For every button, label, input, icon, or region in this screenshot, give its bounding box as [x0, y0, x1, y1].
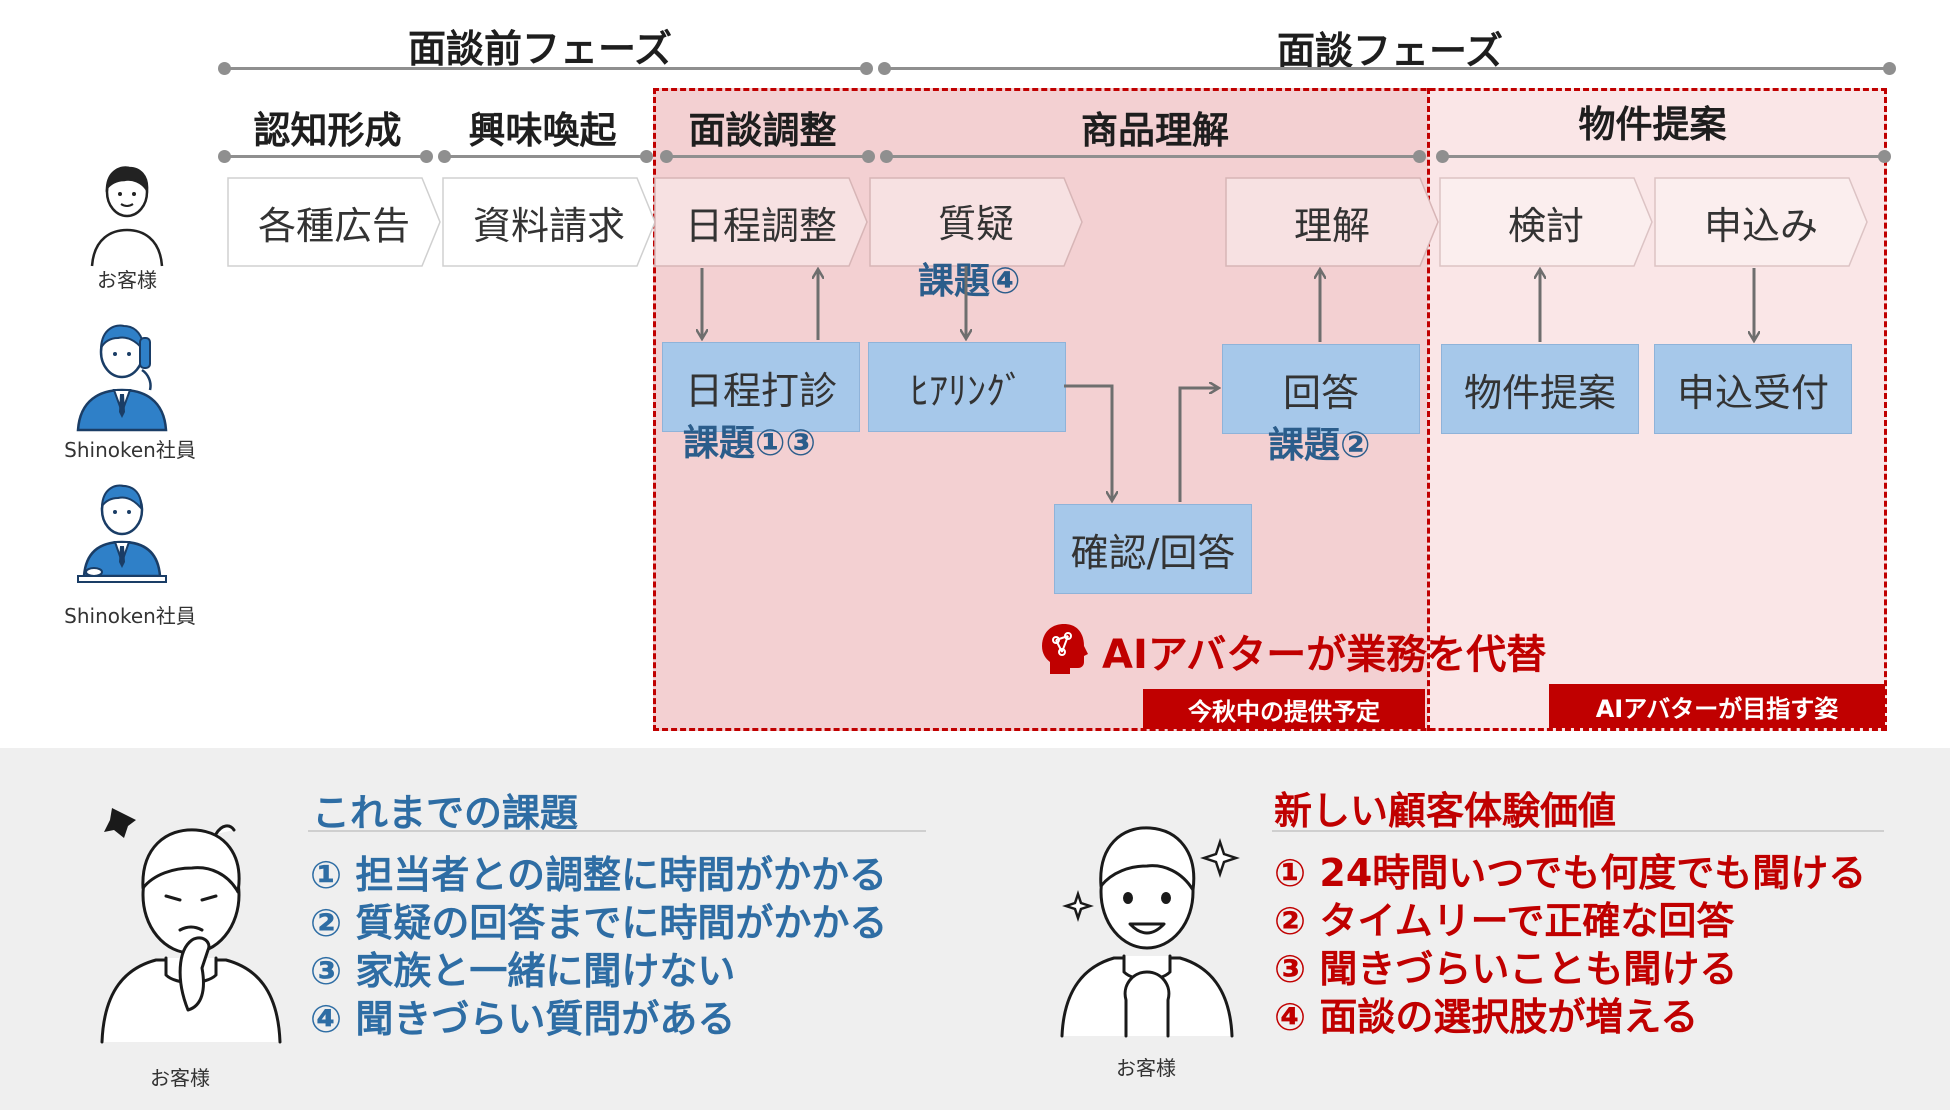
stage-line-4: [888, 155, 1418, 158]
stage-line-dot: [1878, 150, 1891, 163]
stage-line-dot: [420, 150, 433, 163]
happy-customer-illustration: [1052, 800, 1242, 1040]
stage-line-dot: [880, 150, 893, 163]
customer-avatar: [82, 158, 172, 268]
staff-desk-avatar: [72, 476, 172, 594]
customer-step-ads: 各種広告: [227, 177, 441, 267]
stage-line-dot: [660, 150, 673, 163]
issue-label-2: 課題②: [1268, 425, 1371, 466]
phase-line-dot: [1883, 62, 1896, 75]
stage-line-dot: [1436, 150, 1449, 163]
customer-step-consideration-label: 検討: [1507, 203, 1584, 248]
customer-step-scheduling: 日程調整: [654, 177, 868, 267]
stage-line-dot: [218, 150, 231, 163]
stage-line-dot: [1413, 150, 1426, 163]
stage-awareness: 認知形成: [253, 109, 402, 152]
phase-pre-meeting-title: 面談前フェーズ: [407, 27, 673, 71]
stage-line-5: [1443, 155, 1883, 158]
staff-step-property-proposal: 物件提案: [1441, 344, 1639, 434]
challenges-title: これまでの課題: [312, 791, 579, 835]
value-item-4: ④ 面談の選択肢が増える: [1274, 995, 1699, 1039]
stage-line-dot: [862, 150, 875, 163]
phase-meeting-title: 面談フェーズ: [1276, 29, 1504, 73]
phase-line-meeting: [885, 67, 1890, 70]
customer-step-understanding: 理解: [1225, 177, 1439, 267]
customer-step-consideration: 検討: [1439, 177, 1653, 267]
customer-step-application: 申込み: [1654, 177, 1868, 267]
customer-step-document-request: 資料請求: [442, 177, 656, 267]
phase-line-dot: [860, 62, 873, 75]
badge-ai-goal: AIアバターが目指す姿: [1549, 684, 1885, 728]
bottom-panel: [0, 748, 1950, 1110]
phase-line-pre: [225, 67, 865, 70]
stage-scheduling: 面談調整: [688, 109, 837, 152]
challenge-item-1: ① 担当者との調整に時間がかかる: [310, 853, 888, 897]
value-item-1: ① 24時間いつでも何度でも聞ける: [1274, 851, 1867, 895]
issue-label-4: 課題④: [918, 261, 1021, 302]
stage-line-dot: [438, 150, 451, 163]
value-item-3: ③ 聞きづらいことも聞ける: [1274, 947, 1738, 991]
issue-label-1-3: 課題①③: [683, 423, 816, 464]
stage-property-proposal: 物件提案: [1578, 103, 1727, 146]
value-title: 新しい顧客体験価値: [1274, 789, 1617, 833]
role-customer: お客様: [97, 268, 157, 292]
customer-step-qa: 質疑: [869, 177, 1083, 267]
customer-step-understanding-label: 理解: [1293, 203, 1370, 248]
backoffice-step-confirm-answer: 確認/回答: [1054, 504, 1252, 594]
value-divider: [1272, 830, 1884, 832]
challenge-item-2: ② 質疑の回答までに時間がかかる: [310, 901, 888, 945]
happy-customer-label: お客様: [1116, 1056, 1176, 1080]
customer-step-scheduling-label: 日程調整: [684, 203, 837, 248]
role-staff-2: Shinoken社員: [64, 604, 196, 628]
zone-divider: [1427, 88, 1430, 731]
stage-line-2: [445, 155, 645, 158]
stage-interest: 興味喚起: [468, 109, 617, 152]
badge-autumn-release: 今秋中の提供予定: [1143, 689, 1425, 729]
worried-customer-label: お客様: [150, 1066, 210, 1090]
value-item-2: ② タイムリーで正確な回答: [1274, 899, 1735, 943]
customer-step-document-request-label: 資料請求: [472, 203, 625, 248]
phase-line-dot: [878, 62, 891, 75]
customer-step-qa-label: 質疑: [937, 201, 1014, 246]
staff-phone-avatar: [72, 310, 172, 432]
worried-customer-illustration: [96, 800, 286, 1045]
stage-line-1: [225, 155, 425, 158]
customer-step-ads-label: 各種広告: [257, 203, 410, 248]
phase-line-dot: [218, 62, 231, 75]
customer-step-application-label: 申込み: [1703, 203, 1818, 248]
stage-product-understanding: 商品理解: [1081, 109, 1229, 152]
ai-headline: AIアバターが業務を代替: [1102, 632, 1547, 678]
role-staff-1: Shinoken社員: [64, 438, 196, 462]
staff-step-answer: 回答: [1222, 344, 1420, 434]
staff-step-application-intake: 申込受付: [1654, 344, 1852, 434]
staff-step-schedule-proposal: 日程打診: [662, 342, 860, 432]
stage-line-3: [667, 155, 867, 158]
staff-step-hearing: ﾋｱﾘﾝｸﾞ: [868, 342, 1066, 432]
zone-dashed-border: [653, 88, 1887, 731]
challenge-item-4: ④ 聞きづらい質問がある: [310, 997, 736, 1041]
ai-head-icon: [1040, 622, 1088, 676]
stage-line-dot: [640, 150, 653, 163]
challenge-item-3: ③ 家族と一緒に聞けない: [310, 949, 736, 993]
challenges-divider: [308, 830, 926, 832]
